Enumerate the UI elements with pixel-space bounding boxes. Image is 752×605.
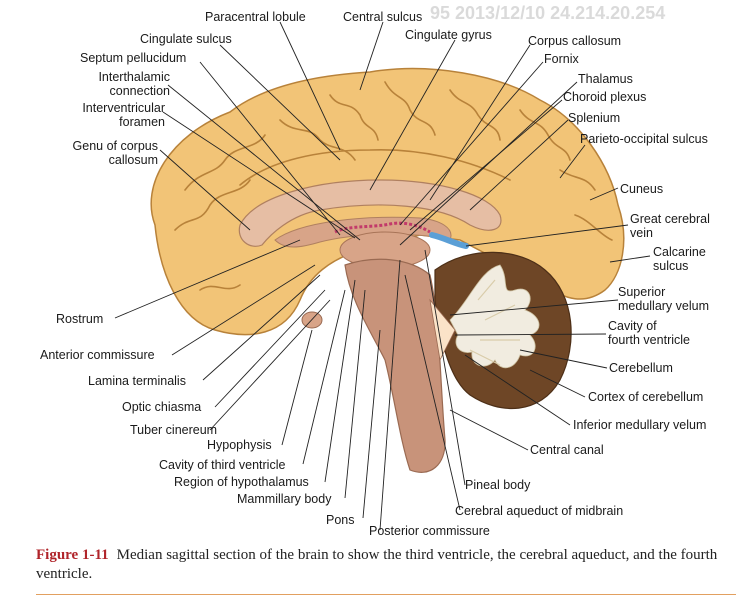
- label-cingulate-sulcus: Cingulate sulcus: [140, 32, 232, 46]
- brain-sagittal-figure: 95 2013/12/10 24.214.20.254: [40, 3, 710, 538]
- label-pons: Pons: [326, 513, 355, 527]
- leader-lines: [114, 21, 651, 531]
- figure-number: Figure 1-11: [36, 547, 109, 563]
- great-cerebral-vein: [429, 232, 469, 249]
- label-cavity-of-fourth-ventricle: Cavity of fourth ventricle: [608, 319, 690, 347]
- label-corpus-callosum: Corpus callosum: [528, 34, 622, 48]
- label-inferior-medullary-velum: Inferior medullary velum: [573, 418, 707, 432]
- arbor-vitae: [449, 264, 540, 369]
- label-lamina-terminalis: Lamina terminalis: [88, 374, 186, 388]
- label-interthalamic-connection: Interthalamic connection: [98, 70, 170, 98]
- choroid-plexus: [334, 221, 431, 234]
- sulci-lines: [174, 81, 613, 291]
- label-rostrum: Rostrum: [56, 312, 104, 326]
- label-central-sulcus: Central sulcus: [343, 10, 423, 24]
- label-calcarine-sulcus: Calcarine sulcus: [653, 245, 706, 273]
- label-superior-medullary-velum: Superior medullary velum: [618, 285, 710, 313]
- label-hypophysis: Hypophysis: [207, 438, 272, 452]
- label-choroid-plexus: Choroid plexus: [563, 90, 647, 104]
- label-fornix: Fornix: [544, 52, 579, 66]
- label-optic-chiasma: Optic chiasma: [122, 400, 202, 414]
- label-pineal-body: Pineal body: [465, 478, 531, 492]
- label-septum-pellucidum: Septum pellucidum: [80, 51, 187, 65]
- label-mammillary-body: Mammillary body: [237, 492, 332, 506]
- brainstem: [344, 258, 446, 473]
- label-tuber-cinereum: Tuber cinereum: [130, 423, 218, 437]
- caption-divider: [36, 594, 736, 595]
- label-paracentral-lobule: Paracentral lobule: [205, 10, 306, 24]
- label-cerebellum: Cerebellum: [609, 361, 673, 375]
- label-posterior-commissure: Posterior commissure: [369, 524, 490, 538]
- label-region-of-hypothalamus: Region of hypothalamus: [174, 475, 309, 489]
- corpus-callosum: [238, 179, 502, 247]
- label-splenium: Splenium: [568, 111, 621, 125]
- brain-illustration: [114, 21, 651, 531]
- label-great-cerebral-vein: Great cerebral vein: [630, 212, 710, 240]
- label-cavity-of-third-ventricle: Cavity of third ventricle: [159, 458, 286, 472]
- label-cerebral-aqueduct-of-midbrain: Cerebral aqueduct of midbrain: [455, 504, 624, 518]
- label-cingulate-gyrus: Cingulate gyrus: [405, 28, 492, 42]
- label-genu-of-corpus-callosum: Genu of corpus callosum: [72, 139, 158, 167]
- watermark: 95 2013/12/10 24.214.20.254: [430, 3, 666, 23]
- label-interventricular-foramen: Interventricular foramen: [82, 101, 165, 129]
- label-cuneus: Cuneus: [620, 182, 664, 196]
- label-anterior-commissure: Anterior commissure: [40, 348, 155, 362]
- caption-text: Median sagittal section of the brain to …: [36, 547, 718, 582]
- label-thalamus: Thalamus: [578, 72, 633, 86]
- label-central-canal: Central canal: [530, 443, 604, 457]
- label-cortex-of-cerebellum: Cortex of cerebellum: [588, 390, 704, 404]
- label-parieto-occipital-sulcus: Parieto-occipital sulcus: [580, 132, 708, 146]
